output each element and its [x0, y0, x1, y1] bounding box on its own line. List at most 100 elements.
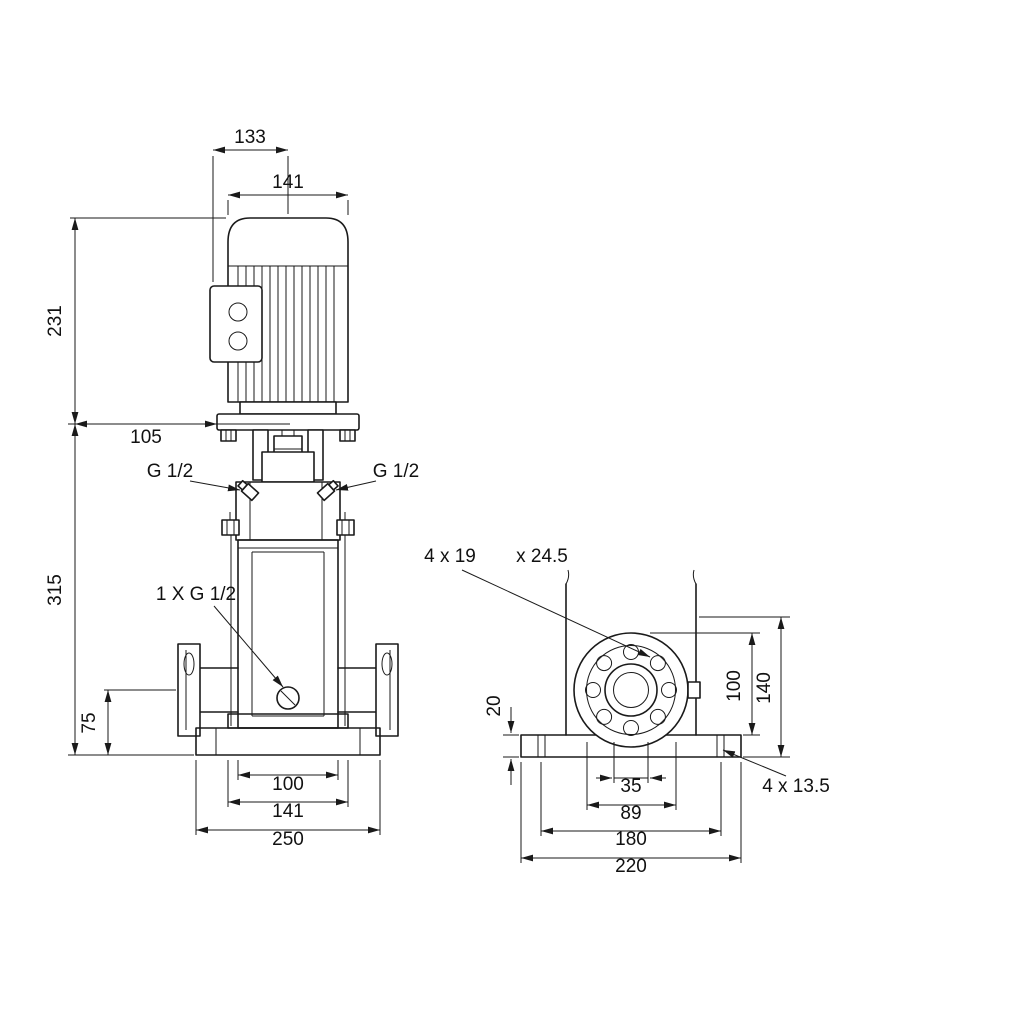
- counterbore-text: x 24.5: [516, 546, 568, 567]
- ext-lines-133: [212, 156, 289, 282]
- leader-port-left: [189, 480, 241, 492]
- dim-chamber-width: 100: [237, 760, 339, 795]
- leader-drain-port: [213, 605, 284, 688]
- pump-head: [221, 451, 355, 541]
- flange-plate-right: [375, 643, 399, 737]
- motor-neck: [239, 401, 337, 415]
- front-view: 133 141 231 105 315 75 G 1/2: [45, 127, 419, 850]
- sleeve-break-lines: [565, 569, 697, 585]
- dim-220-label: 220: [615, 856, 647, 877]
- base-front: [195, 713, 381, 756]
- ext-lines-20: [503, 734, 519, 758]
- flange-outer-circle: [573, 632, 689, 748]
- motor-flange: [216, 413, 360, 431]
- nut-left-facets: [226, 520, 235, 535]
- dim-180-label: 180: [615, 829, 647, 850]
- dim-75-label: 75: [79, 712, 100, 733]
- dim-center-offset: 105: [68, 420, 290, 448]
- tie-rods: [230, 535, 346, 726]
- ext-lines-89: [586, 742, 677, 810]
- flange-bolt-left: [220, 429, 237, 442]
- flange-holes-label: 4 x 19 x 24.5: [424, 546, 651, 658]
- motor: [209, 217, 349, 403]
- flange-slot-left: [183, 652, 195, 676]
- dim-base-width-side: 220: [520, 762, 742, 877]
- dim-raised-face: 89: [586, 742, 677, 824]
- dim-foot-width: 141: [227, 760, 349, 822]
- dim-315-label: 315: [45, 574, 66, 606]
- gauge-plug-left: [237, 479, 260, 502]
- port-left-label: G 1/2: [147, 461, 193, 482]
- bolt-hole: [623, 720, 639, 736]
- flange-bolt-left-facets: [225, 430, 232, 441]
- dim-port-height: 75: [79, 689, 176, 755]
- motor-stool: [216, 401, 360, 481]
- gauge-plug-right: [316, 479, 339, 502]
- cable-entry-bottom: [228, 331, 248, 351]
- leader-flange-holes: [461, 569, 651, 658]
- dim-100s-label: 100: [724, 670, 745, 702]
- bolt-hole: [661, 682, 677, 698]
- base-holes-text: 4 x 13.5: [762, 776, 830, 797]
- dim-100b-label: 100: [272, 774, 304, 795]
- sleeve-lines: [238, 547, 338, 717]
- dim-base-width-front: 250: [195, 760, 381, 850]
- base-bend-lines: [215, 728, 361, 755]
- dim-141-top-label: 141: [272, 172, 304, 193]
- drain-plug: [276, 686, 300, 710]
- flange-bolt-right-facets: [344, 430, 351, 441]
- flange-slot-right: [381, 652, 393, 676]
- dim-140-label: 140: [754, 672, 775, 704]
- dim-105-label: 105: [130, 427, 162, 448]
- ext-lines-250: [195, 760, 381, 835]
- motor-body: [227, 217, 349, 403]
- port-label-right: G 1/2: [335, 461, 419, 491]
- dim-35-label: 35: [620, 776, 641, 797]
- base-plate-front: [195, 727, 381, 756]
- ext-lines-35: [613, 742, 649, 783]
- drain-port-text: 1 X G 1/2: [156, 584, 236, 605]
- dim-bore: 35: [596, 742, 666, 797]
- bolt-hole: [596, 708, 613, 725]
- dim-motor-width: 141: [227, 172, 349, 215]
- raised-face-circle: [586, 645, 676, 735]
- discharge-flange-right: [337, 643, 399, 737]
- plug-head-right: [328, 479, 339, 491]
- sleeve-outline: [565, 583, 697, 736]
- bolt-hole: [649, 708, 666, 725]
- dim-231-label: 231: [45, 305, 66, 337]
- pipe-left: [199, 667, 239, 713]
- port-right-label: G 1/2: [373, 461, 419, 482]
- head-top-block: [261, 451, 315, 483]
- nut-right-facets: [341, 520, 350, 535]
- dim-motor-height: 231: [45, 217, 226, 424]
- dim-pump-height: 315: [45, 424, 194, 756]
- port-label-left: G 1/2: [147, 461, 241, 492]
- terminal-box: [209, 285, 263, 363]
- dim-89-label: 89: [620, 803, 641, 824]
- bore-circle: [613, 672, 649, 708]
- bolt-hole: [585, 682, 601, 698]
- flange-side-tab: [687, 681, 701, 699]
- dim-133-label: 133: [234, 127, 266, 148]
- flange-face: [573, 632, 701, 748]
- sleeve-side: [565, 569, 697, 736]
- drain-plug-slot: [280, 690, 296, 706]
- tie-rod-nut-right: [336, 519, 355, 536]
- leader-port-right: [335, 480, 377, 491]
- tie-rod-nut-left: [221, 519, 240, 536]
- dim-141b-label: 141: [272, 801, 304, 822]
- flange-holes-text: 4 x 19: [424, 546, 476, 567]
- dim-base-thickness: 20: [484, 695, 519, 785]
- suction-flange-left: [177, 643, 239, 737]
- ext-lines-141-top: [227, 200, 349, 215]
- hub-circle: [604, 663, 658, 717]
- ext-lines-140: [699, 616, 790, 758]
- flange-bolt-right: [339, 429, 356, 442]
- flange-plate-left: [177, 643, 201, 737]
- drain-port-label: 1 X G 1/2: [156, 584, 284, 688]
- bolt-hole: [596, 655, 613, 672]
- tie-rod-studs: [229, 512, 346, 520]
